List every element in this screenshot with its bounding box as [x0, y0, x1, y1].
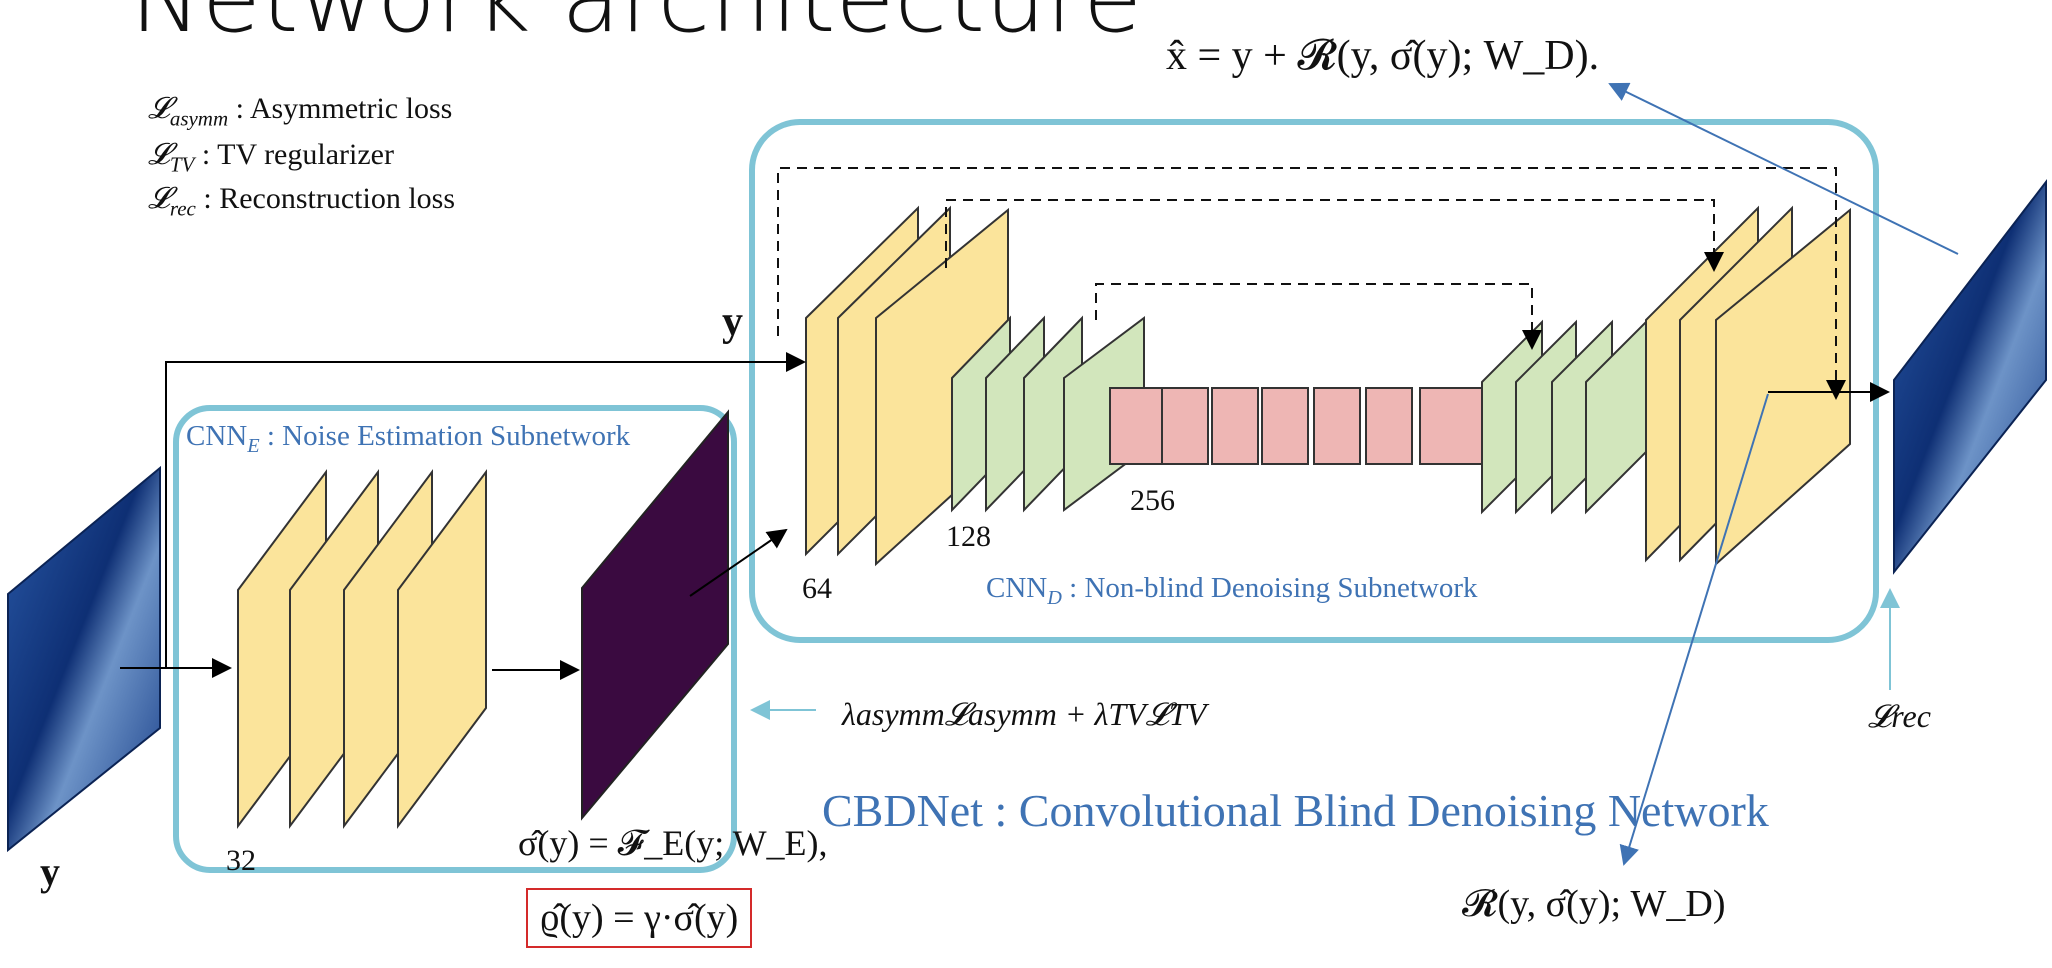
output-equation: x̂ = y + 𝓡(y, σ̂(y); W_D). — [1166, 33, 1600, 79]
cnn-d-dec-yellow — [1645, 205, 1851, 567]
residual-equation: 𝓡(y, σ̂(y); W_D) — [1462, 883, 1726, 925]
input-image — [7, 465, 161, 853]
cnn-e-channels: 32 — [226, 844, 256, 877]
output-image — [1893, 179, 2047, 575]
sigma-equation: σ̂(y) = 𝓕_E(y; W_E), — [518, 823, 828, 863]
cnn-d-red — [1109, 387, 1483, 465]
network-name: CBDNet : Convolutional Blind Denoising N… — [822, 785, 1769, 836]
legend-rec: 𝓛rec : Reconstruction loss — [148, 182, 456, 221]
annotation-arrows — [1608, 82, 1959, 866]
cnn-d-enc-yellow — [805, 205, 1009, 567]
flow-arrows — [120, 352, 1890, 680]
cnn-e-label: CNNE : Noise Estimation Subnetwork — [186, 420, 631, 458]
channels-128: 128 — [946, 520, 991, 553]
cnn-d-input-label: y — [722, 299, 743, 345]
channels-256: 256 — [1130, 484, 1175, 517]
cnn-d-label: CNND : Non-blind Denoising Subnetwork — [986, 572, 1478, 610]
cnn-e-layers — [237, 468, 487, 830]
noise-map — [581, 409, 729, 821]
cnn-d-frame — [749, 119, 1879, 643]
loss-arrows — [750, 588, 1900, 720]
slide-title: Network architecture — [130, 0, 1142, 48]
legend-tv: 𝓛TV : TV regularizer — [148, 138, 394, 177]
channels-64: 64 — [802, 572, 832, 605]
estimation-loss: λasymm𝓛asymm + λTV𝓛TV — [842, 696, 1207, 732]
legend-asymm: 𝓛asymm : Asymmetric loss — [148, 92, 453, 131]
skip-connections — [777, 167, 1846, 400]
cnn-e-frame — [173, 405, 737, 873]
reconstruction-loss: 𝓛rec — [1868, 698, 1931, 734]
input-label: y — [40, 849, 60, 894]
cnn-d-dec-green — [1481, 319, 1647, 515]
rho-equation: ϱ̂(y) = γ·σ̂(y) — [526, 888, 753, 948]
